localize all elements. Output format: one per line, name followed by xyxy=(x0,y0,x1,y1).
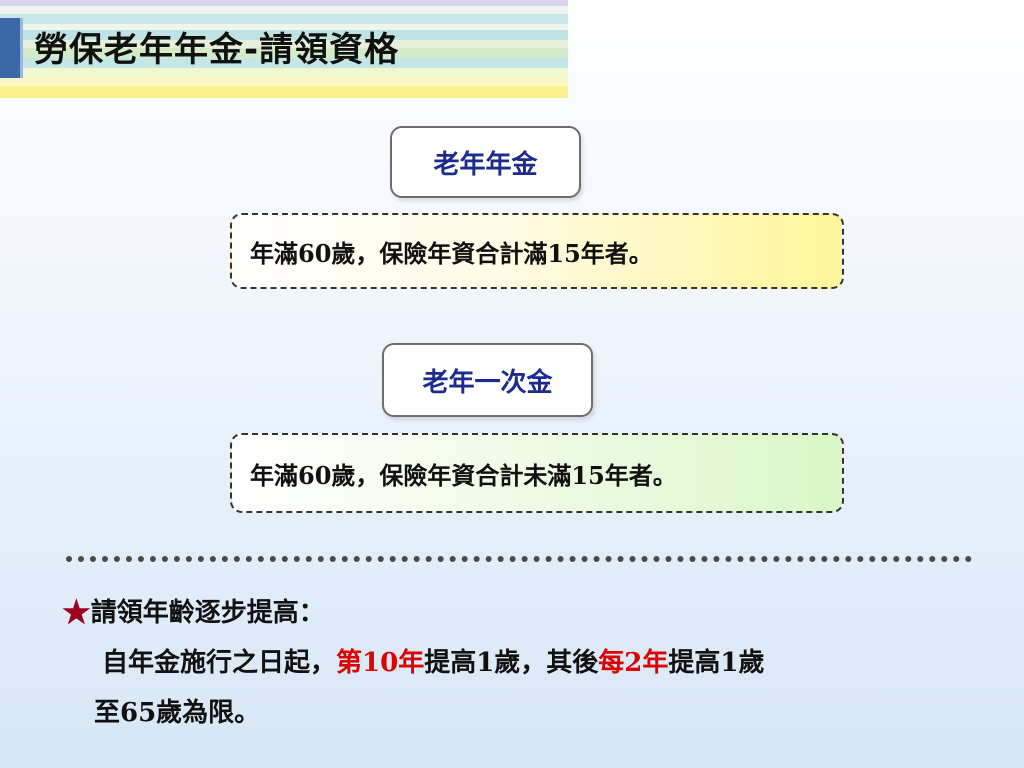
banner-stripe xyxy=(0,24,568,30)
note-text: 自年金施行之日起， xyxy=(102,648,337,678)
pension-label-box: 老年年金 xyxy=(390,126,581,198)
dotted-divider xyxy=(66,556,972,562)
note-text: 提高1歲，其後 xyxy=(424,648,599,678)
pension-condition-box: 年滿60歲，保險年資合計滿15年者。 xyxy=(230,213,844,289)
banner-stripe xyxy=(0,6,568,14)
banner-stripe xyxy=(0,40,568,48)
star-icon: ★ xyxy=(62,593,91,631)
banner-stripe xyxy=(0,0,568,6)
note-heading-text: 請領年齡逐步提高： xyxy=(90,598,325,628)
banner-stripe xyxy=(0,86,568,98)
title-accent-edge xyxy=(20,18,23,78)
note-line-2: 至65歲為限。 xyxy=(94,698,261,728)
note-heading: ★請領年齡逐步提高： xyxy=(62,592,325,631)
lump-sum-label-box: 老年一次金 xyxy=(382,343,593,417)
lump-sum-condition-box: 年滿60歲，保險年資合計未滿15年者。 xyxy=(230,433,844,513)
note-highlight: 每2年 xyxy=(598,648,669,678)
title-accent-bar xyxy=(0,18,20,78)
banner-stripe xyxy=(0,68,568,78)
banner-stripe xyxy=(0,30,568,40)
banner-stripe xyxy=(0,48,568,58)
banner-stripe xyxy=(0,58,568,68)
note-text: 提高1歲 xyxy=(668,648,765,678)
note-highlight: 第10年 xyxy=(336,648,425,678)
title-banner xyxy=(0,0,568,98)
note-line-1: 自年金施行之日起，第10年提高1歲，其後每2年提高1歲 xyxy=(102,642,764,679)
page-title: 勞保老年年金-請領資格 xyxy=(34,30,400,70)
banner-stripe xyxy=(0,14,568,24)
banner-stripe xyxy=(0,78,568,86)
